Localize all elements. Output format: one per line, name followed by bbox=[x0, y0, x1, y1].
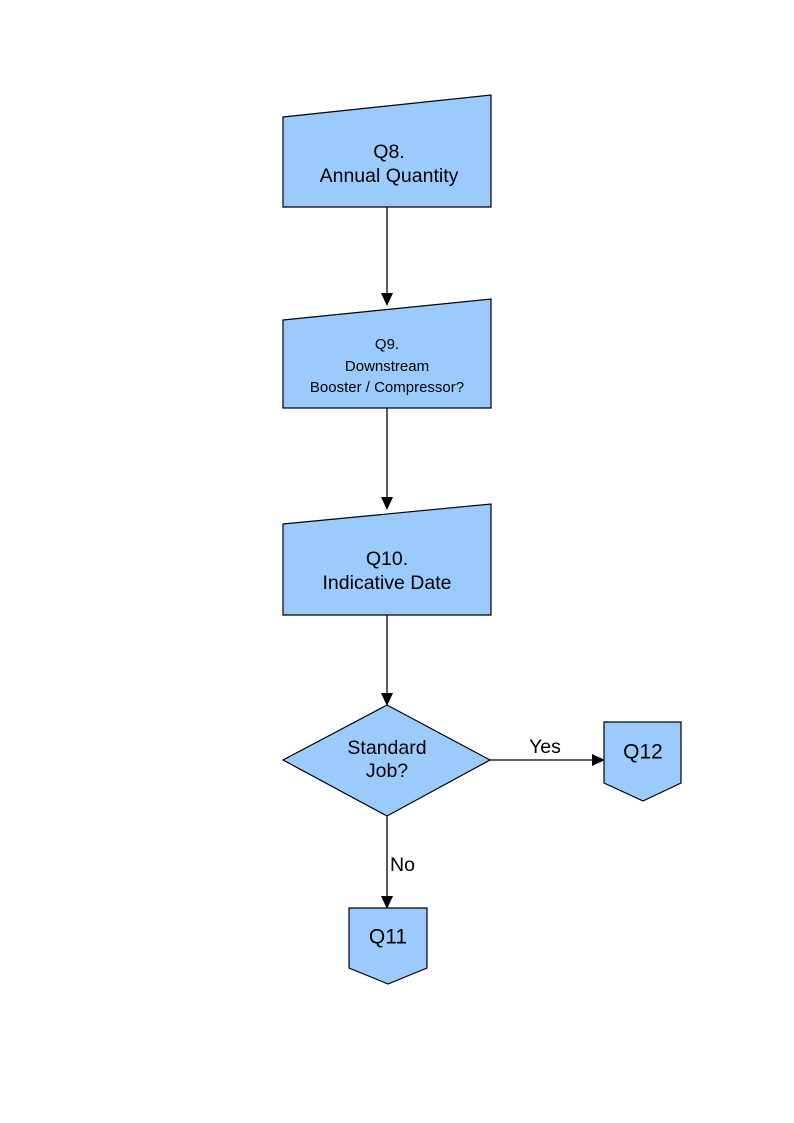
node-q9-line-1: Q9. bbox=[375, 336, 399, 353]
edge-label-yes: Yes bbox=[529, 736, 561, 758]
node-q8-line-2: Annual Quantity bbox=[320, 165, 459, 187]
node-q10-shape[interactable] bbox=[282, 503, 492, 616]
node-q12-shape[interactable] bbox=[603, 721, 682, 802]
node-q9[interactable]: Q9. Downstream Booster / Compressor? bbox=[282, 298, 492, 409]
edge-q8-to-q9 bbox=[381, 207, 393, 306]
arrow-head-icon bbox=[381, 693, 393, 706]
node-q10[interactable]: Q10. Indicative Date bbox=[282, 503, 492, 616]
node-decision-line-2: Job? bbox=[366, 760, 408, 782]
node-q12-label: Q12 bbox=[623, 741, 663, 764]
edge-q10-to-decision bbox=[381, 615, 393, 706]
node-decision-standard-job[interactable]: Standard Job? bbox=[281, 704, 492, 817]
node-q12[interactable]: Q12 bbox=[603, 721, 682, 802]
arrow-head-icon bbox=[592, 754, 605, 766]
node-decision-shape[interactable] bbox=[281, 704, 492, 817]
edge-decision-to-q11: No bbox=[381, 816, 415, 909]
node-q8-shape[interactable] bbox=[282, 94, 492, 208]
node-q10-line-1: Q10. bbox=[366, 548, 408, 570]
node-q11-label: Q11 bbox=[369, 926, 407, 949]
arrow-head-icon bbox=[381, 293, 393, 306]
arrow-head-icon bbox=[381, 497, 393, 510]
edge-decision-to-q12: Yes bbox=[490, 736, 605, 766]
node-q9-line-3: Booster / Compressor? bbox=[310, 379, 464, 396]
edge-label-no: No bbox=[390, 854, 415, 876]
arrow-head-icon bbox=[381, 896, 393, 909]
node-q8-line-1: Q8. bbox=[373, 141, 404, 163]
node-q8[interactable]: Q8. Annual Quantity bbox=[282, 94, 492, 208]
edge-q9-to-q10 bbox=[381, 408, 393, 510]
node-q11[interactable]: Q11 bbox=[348, 907, 428, 985]
node-q9-line-2: Downstream bbox=[345, 358, 429, 375]
node-q10-line-2: Indicative Date bbox=[323, 572, 452, 594]
node-q11-shape[interactable] bbox=[348, 907, 428, 985]
node-q9-shape[interactable] bbox=[282, 298, 492, 409]
node-decision-line-1: Standard bbox=[347, 737, 426, 759]
